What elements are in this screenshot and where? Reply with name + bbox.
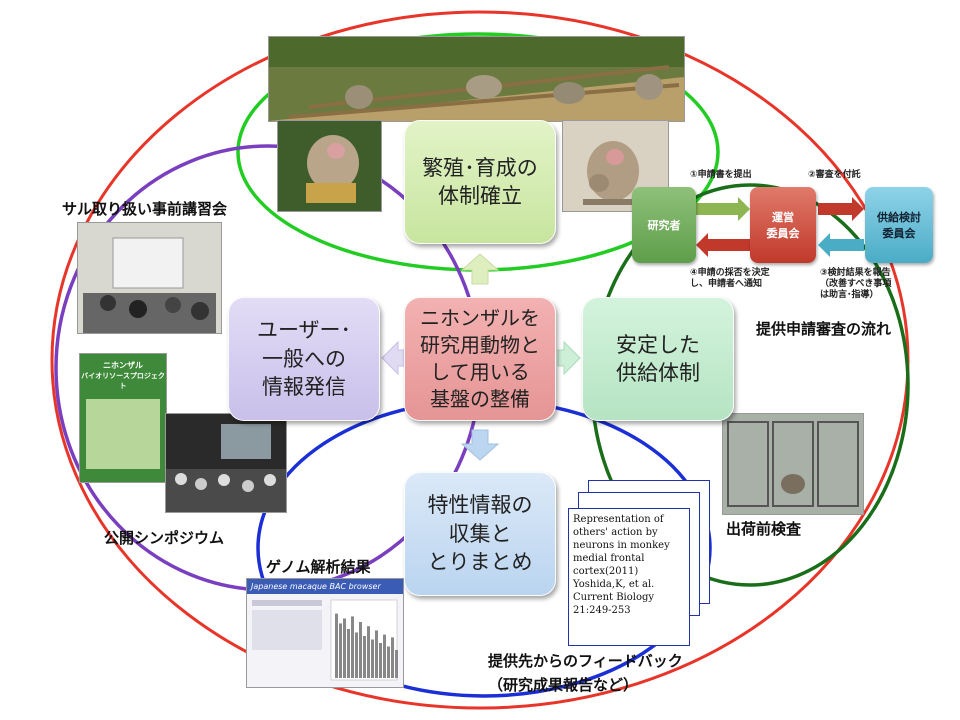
arrow-left xyxy=(381,340,405,376)
feedback-label-1: 提供先からのフィードバック xyxy=(488,652,683,670)
central-goal-box: ニホンザルを 研究用動物と して用いる 基盤の整備 xyxy=(404,297,556,421)
arrow-right xyxy=(557,340,581,376)
paper-citation: Representation of others' action by neur… xyxy=(573,514,670,616)
outreach-box: ユーザー･ 一般への 情報発信 xyxy=(228,297,380,421)
review-committee-box: 供給検討 委員会 xyxy=(865,187,933,263)
monkey-colony-photo xyxy=(268,36,685,122)
genome-bar xyxy=(379,643,382,678)
info-collection-box: 特性情報の 収集と とりまとめ xyxy=(404,472,556,596)
symposium-label: 公開シンポジウム xyxy=(104,529,225,547)
arrow-up xyxy=(460,253,500,285)
genome-bar xyxy=(371,639,374,678)
step-3-label: ③検討結果を報告 （改善すべき事項 は助言･指導） xyxy=(820,268,892,300)
genome-bar xyxy=(339,623,342,678)
genome-bar-plot xyxy=(252,599,398,681)
genome-bar xyxy=(395,650,398,678)
step-1-label: ①申請書を提出 xyxy=(690,170,752,180)
genome-browser-screenshot: Japanese macaque BAC browser xyxy=(246,578,404,688)
genome-bar xyxy=(383,634,386,678)
lecture-photo xyxy=(77,222,222,334)
paper-front: Representation of others' action by neur… xyxy=(568,508,690,646)
genome-bar xyxy=(335,613,338,678)
step-2-label: ②審査を付託 xyxy=(808,170,861,180)
feedback-label-2: （研究成果報告など） xyxy=(488,676,639,694)
browser-title: Japanese macaque BAC browser xyxy=(247,579,403,594)
poster-subtitle: バイオリソースプロジェクト xyxy=(81,372,165,390)
genome-bar xyxy=(355,632,358,678)
cage-photo xyxy=(722,413,864,515)
researcher-box: 研究者 xyxy=(632,187,696,263)
lecture-label: サル取り扱い事前講習会 xyxy=(62,200,228,218)
genome-bar xyxy=(363,636,366,678)
committee-box: 運営 委員会 xyxy=(750,187,816,263)
supply-box: 安定した 供給体制 xyxy=(582,297,734,421)
review-flow-arrows xyxy=(696,197,864,257)
genome-bar xyxy=(347,629,350,678)
symposium-poster: ニホンザル バイオリソースプロジェクト xyxy=(79,353,167,483)
genome-bar xyxy=(343,618,346,678)
genome-bar xyxy=(351,616,354,678)
symposium-photo xyxy=(165,413,287,513)
genome-label: ゲノム解析結果 xyxy=(266,558,371,576)
genome-bar xyxy=(367,626,370,678)
poster-title: ニホンザル xyxy=(103,361,143,370)
inspection-label: 出荷前検査 xyxy=(726,520,802,538)
review-flow-label: 提供申請審査の流れ xyxy=(756,320,892,338)
genome-bar xyxy=(375,630,378,678)
breeding-box: 繁殖･育成の 体制確立 xyxy=(404,120,556,244)
genome-bar xyxy=(359,622,362,678)
monkey-basket-photo xyxy=(277,120,382,212)
arrow-down xyxy=(460,429,500,461)
genome-bar xyxy=(391,637,394,678)
genome-bar xyxy=(387,646,390,678)
step-4-label: ④申請の採否を決定 し、申請者へ通知 xyxy=(690,268,770,289)
